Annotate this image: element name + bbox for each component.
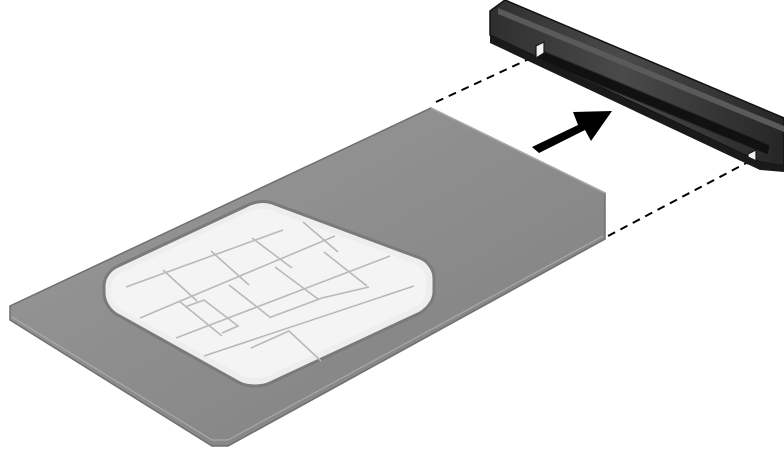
sim-chip-contact-line xyxy=(203,285,415,357)
slot-housing-top-face xyxy=(498,8,784,132)
guide-line-top xyxy=(435,51,545,103)
sim-chip-contact-line xyxy=(251,237,293,269)
sim-slot-icon xyxy=(489,0,784,172)
insert-arrow-icon xyxy=(532,111,612,153)
sim-chip-contact-line xyxy=(302,221,339,253)
sim-card-bevel xyxy=(430,107,606,194)
sim-chip-contact-line xyxy=(274,266,319,300)
sim-chip-contact-line xyxy=(175,255,391,339)
sim-chip-contact-line xyxy=(210,250,250,286)
sim-chip-contact-line xyxy=(270,286,370,318)
sim-chip-contact-line xyxy=(139,235,336,319)
sim-chip-contact-line xyxy=(125,229,284,288)
guide-line-bottom xyxy=(607,159,753,237)
slot-left-cap xyxy=(535,41,545,60)
sim-chip-icon xyxy=(102,200,436,388)
insert-arrow-shape xyxy=(532,111,612,153)
sim-chip-contact-line xyxy=(250,330,322,362)
sim-chip-contacts xyxy=(125,221,415,362)
guide-lines xyxy=(435,51,753,237)
sim-card-edge-highlight xyxy=(11,235,604,441)
sim-chip-face xyxy=(111,208,426,379)
slot-opening xyxy=(533,47,771,156)
sim-chip-contact-line xyxy=(323,251,368,287)
sim-chip-contact-line xyxy=(162,269,198,302)
sim-chip-contact-line xyxy=(184,299,240,334)
sim-chip-contact-line xyxy=(228,284,272,319)
